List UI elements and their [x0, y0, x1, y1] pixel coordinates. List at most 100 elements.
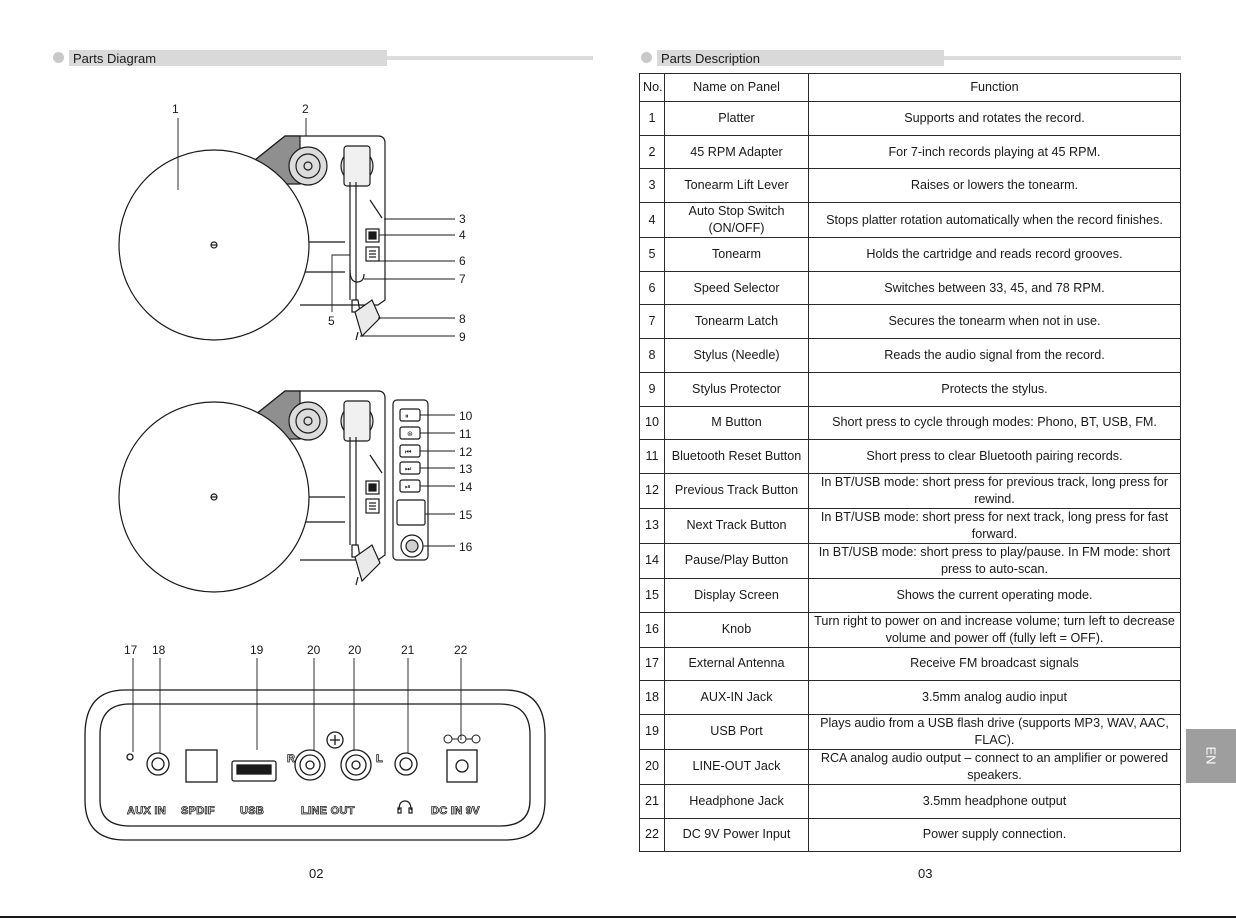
callout-20a: 20 — [307, 643, 321, 657]
row-function: Secures the tonearm when not in use. — [808, 304, 1181, 340]
row-name: Display Screen — [664, 577, 809, 613]
left-page: Parts Diagram — [53, 50, 593, 881]
callout-1: 1 — [172, 102, 179, 116]
row-name: Stylus (Needle) — [664, 338, 809, 373]
row-name: AUX-IN Jack — [664, 680, 809, 715]
svg-text:⏮: ⏮ — [405, 449, 411, 456]
bullet-dot — [641, 52, 652, 63]
row-name: Stylus Protector — [664, 371, 809, 407]
row-number: 2 — [639, 134, 665, 170]
row-function: Holds the cartridge and reads record gro… — [808, 237, 1181, 272]
header-bar — [69, 50, 387, 66]
row-number: 1 — [639, 101, 665, 136]
right-page: Parts Description No. Name on Panel Func… — [618, 0, 1236, 921]
row-number: 9 — [639, 371, 665, 407]
row-name: Tonearm Latch — [664, 304, 809, 340]
language-tab: EN — [1186, 729, 1236, 783]
rca-right-label: R — [287, 753, 295, 765]
callout-13: 13 — [459, 462, 473, 476]
spdif-label: SPDIF — [181, 805, 215, 817]
row-name: USB Port — [664, 713, 809, 750]
callout-21: 21 — [401, 643, 415, 657]
page-bottom-rule — [0, 916, 1236, 918]
row-function: In BT/USB mode: short press to play/paus… — [808, 542, 1181, 579]
row-name: Tonearm Lift Lever — [664, 168, 809, 204]
svg-text:⏸: ⏸ — [405, 413, 409, 420]
row-function: Turn right to power on and increase volu… — [808, 611, 1181, 648]
callout-10: 10 — [459, 409, 473, 423]
row-function: In BT/USB mode: short press for next tra… — [808, 507, 1181, 544]
turntable-top-diagram: 1 2 3 4 6 7 5 8 9 — [84, 102, 546, 841]
row-number: 19 — [639, 713, 665, 750]
row-number: 18 — [639, 680, 665, 715]
table-header-row: No. Name on Panel Function — [639, 73, 1181, 102]
header-rule — [387, 56, 593, 60]
row-function: Stops platter rotation automatically whe… — [808, 202, 1181, 239]
callout-2: 2 — [302, 102, 309, 116]
row-number: 12 — [639, 472, 665, 509]
callout-11: 11 — [459, 427, 472, 441]
row-number: 17 — [639, 646, 665, 682]
row-number: 21 — [639, 783, 665, 819]
row-name: Bluetooth Reset Button — [664, 439, 809, 474]
svg-text:⏭: ⏭ — [405, 466, 412, 473]
row-number: 15 — [639, 577, 665, 613]
row-name: External Antenna — [664, 646, 809, 682]
parts-diagram-header: Parts Diagram — [53, 50, 593, 66]
callout-5: 5 — [328, 314, 335, 328]
row-function: Shows the current operating mode. — [808, 577, 1181, 613]
aux-in-label: AUX IN — [127, 805, 166, 817]
row-function: 3.5mm headphone output — [808, 783, 1181, 819]
row-function: Short press to clear Bluetooth pairing r… — [808, 439, 1181, 474]
row-number: 7 — [639, 304, 665, 340]
header-rule — [944, 56, 1181, 60]
parts-description-header: Parts Description — [641, 50, 1181, 66]
row-function: Supports and rotates the record. — [808, 101, 1181, 136]
row-name: Tonearm — [664, 237, 809, 272]
row-function: Protects the stylus. — [808, 371, 1181, 407]
row-function: Short press to cycle through modes: Phon… — [808, 405, 1181, 441]
callout-18: 18 — [152, 643, 166, 657]
row-function: 3.5mm analog audio input — [808, 680, 1181, 715]
row-number: 22 — [639, 817, 665, 853]
row-number: 3 — [639, 168, 665, 204]
row-name: LINE-OUT Jack — [664, 748, 809, 785]
callout-9: 9 — [459, 330, 466, 344]
row-number: 13 — [639, 507, 665, 544]
row-name: Previous Track Button — [664, 472, 809, 509]
header-no: No. — [639, 73, 665, 102]
callout-7: 7 — [459, 272, 466, 286]
row-name: DC 9V Power Input — [664, 817, 809, 853]
row-name: M Button — [664, 405, 809, 441]
callout-4: 4 — [459, 228, 466, 242]
headphone-icon — [397, 800, 413, 814]
row-function: Raises or lowers the tonearm. — [808, 168, 1181, 204]
callout-16: 16 — [459, 540, 473, 554]
row-name: Next Track Button — [664, 507, 809, 544]
row-function: Receive FM broadcast signals — [808, 646, 1181, 682]
row-name: Auto Stop Switch (ON/OFF) — [664, 202, 809, 239]
row-number: 16 — [639, 611, 665, 648]
row-name: Headphone Jack — [664, 783, 809, 819]
header-bar — [657, 50, 944, 66]
row-number: 11 — [639, 439, 665, 474]
page-number: 02 — [309, 866, 324, 881]
row-function: In BT/USB mode: short press for previous… — [808, 472, 1181, 509]
row-number: 8 — [639, 338, 665, 373]
row-number: 6 — [639, 270, 665, 306]
row-name: Platter — [664, 101, 809, 136]
